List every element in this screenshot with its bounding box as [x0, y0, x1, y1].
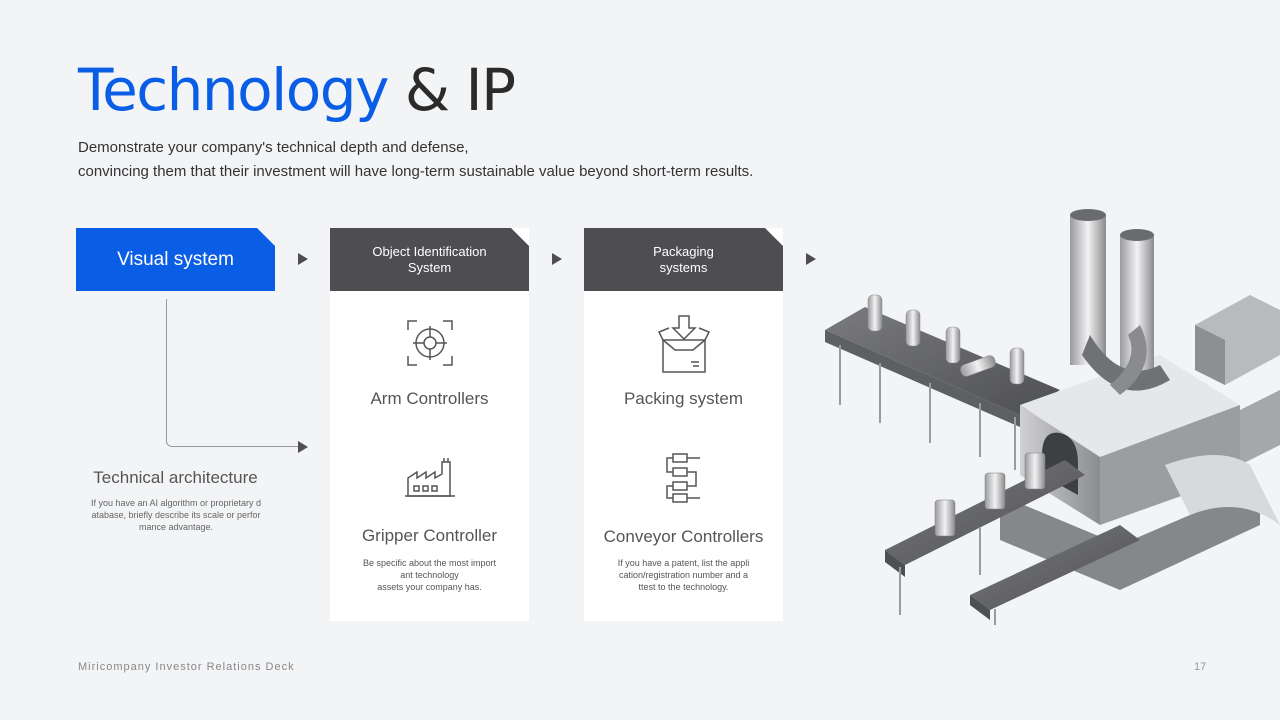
- gripper-desc-line: ant technology: [400, 570, 459, 580]
- object-identification-header: Object Identification System: [330, 228, 529, 291]
- architecture-desc-line: mance advantage.: [138, 522, 214, 532]
- box-icon: [657, 315, 710, 373]
- footer-deck-name: Miricompany Investor Relations Deck: [78, 661, 295, 673]
- architecture-desc-line: atabase, briefly describe its scale or p…: [91, 510, 261, 520]
- gripper-desc-line: Be specific about the most import: [362, 558, 497, 568]
- page-subtitle: Demonstrate your company's technical dep…: [78, 136, 753, 184]
- page-number: 17: [1194, 661, 1207, 673]
- object-identification-card: Object Identification System Arm Control…: [330, 228, 529, 621]
- conveyor-controllers-description: If you have a patent, list the appli cat…: [599, 557, 768, 593]
- step-arrow-icon: [552, 253, 562, 265]
- visual-system-label: Visual system: [117, 248, 234, 270]
- packing-system-label: Packing system: [623, 389, 744, 408]
- subtitle-line-1: Demonstrate your company's technical dep…: [78, 139, 469, 156]
- connector-line: [166, 299, 298, 447]
- architecture-title: Technical architecture: [93, 468, 258, 487]
- object-header-line: System: [407, 259, 452, 275]
- page-title: Technology & IP: [78, 56, 516, 124]
- architecture-desc-line: If you have an AI algorithm or proprieta…: [90, 498, 262, 508]
- title-rest: & IP: [387, 56, 516, 124]
- packaging-systems-header: Packaging systems: [584, 228, 783, 291]
- gripper-controller-description: Be specific about the most import ant te…: [345, 557, 514, 593]
- packaging-systems-card: Packaging systems Packing system Conveyo…: [584, 228, 783, 621]
- visual-system-step: Visual system: [76, 228, 275, 291]
- conveyor-desc-line: ttest to the technology.: [638, 582, 729, 592]
- title-accent: Technology: [78, 56, 389, 124]
- factory-icon: [404, 458, 455, 497]
- conveyor-desc-line: cation/registration number and a: [618, 570, 749, 580]
- arm-controllers-label: Arm Controllers: [370, 389, 489, 408]
- factory-illustration: [825, 209, 1280, 625]
- step-arrow-icon: [806, 253, 816, 265]
- conveyor-controllers-label: Conveyor Controllers: [603, 527, 764, 546]
- conveyor-desc-line: If you have a patent, list the appli: [617, 558, 750, 568]
- gripper-desc-line: assets your company has.: [377, 582, 482, 592]
- packaging-header-line: systems: [659, 259, 708, 275]
- object-header-line: Object Identification: [372, 243, 487, 259]
- subtitle-line-2: convincing them that their investment wi…: [78, 163, 754, 180]
- gripper-controller-label: Gripper Controller: [361, 526, 498, 545]
- connector-arrow-icon: [298, 441, 308, 453]
- packaging-header-line: Packaging: [653, 243, 714, 259]
- architecture-description: If you have an AI algorithm or proprieta…: [80, 497, 272, 533]
- target-icon: [406, 320, 453, 366]
- step-arrow-icon: [298, 253, 308, 265]
- flowchart-icon: [665, 453, 700, 503]
